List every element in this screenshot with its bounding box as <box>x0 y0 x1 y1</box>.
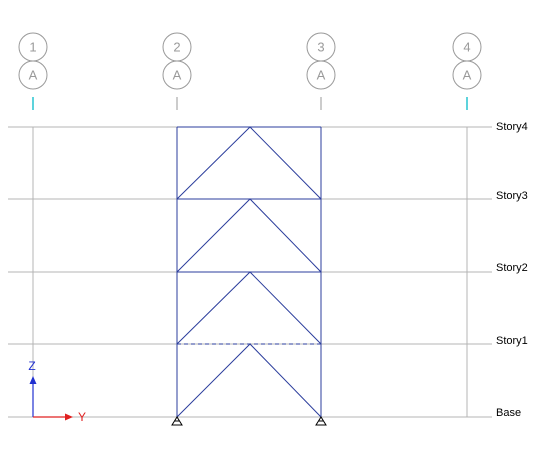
grid-bubble-4-top-label: 4 <box>463 40 470 55</box>
story-levels: Story4 Story3 Story2 Story1 Base <box>8 121 528 419</box>
grid-bubble-1-bottom <box>18 60 48 90</box>
grid-bubble-4-bottom <box>452 60 482 90</box>
story-label-story4: Story4 <box>496 121 528 133</box>
pin-support-icon[interactable] <box>171 416 183 426</box>
grid-bubble-3-top-label: 3 <box>317 40 324 55</box>
brace-story1[interactable] <box>176 343 322 418</box>
grid-bubble-group-1[interactable]: 1 A <box>18 32 48 110</box>
axis-z-arrow-icon <box>29 376 37 384</box>
grid-bubble-2-bottom-label: A <box>173 68 182 83</box>
story-label-base: Base <box>496 407 521 419</box>
grid-bubble-group-4[interactable]: 4 A <box>452 32 482 110</box>
axis-y-label: Y <box>78 410 86 424</box>
axis-triad: Z Y <box>28 359 86 424</box>
grid-bubble-3-bottom <box>306 60 336 90</box>
brace-story2[interactable] <box>176 271 322 345</box>
brace-story4[interactable] <box>176 126 322 200</box>
grid-bubble-group-2[interactable]: 2 A <box>162 32 192 110</box>
pin-support-icon[interactable] <box>315 416 327 426</box>
grid-bubble-1-top-label: 1 <box>29 40 36 55</box>
axis-z-label: Z <box>28 359 35 373</box>
grid-bubble-1-bottom-label: A <box>29 68 38 83</box>
grid-bubble-4-bottom-label: A <box>463 68 472 83</box>
story-label-story3: Story3 <box>496 190 528 202</box>
grid-bubble-2-top-label: 2 <box>173 40 180 55</box>
story-label-story1: Story1 <box>496 335 528 347</box>
grid-bubbles: 1 A 2 A 3 A 4 A <box>18 32 482 110</box>
grid-bubble-3-bottom-label: A <box>317 68 326 83</box>
grid-lines <box>32 127 468 417</box>
grid-bubble-group-3[interactable]: 3 A <box>306 32 336 110</box>
story-label-story2: Story2 <box>496 262 528 274</box>
braced-frame[interactable] <box>176 126 322 418</box>
brace-story3[interactable] <box>176 198 322 273</box>
axis-y-arrow-icon <box>65 413 73 421</box>
supports <box>171 416 327 426</box>
grid-bubble-2-bottom <box>162 60 192 90</box>
